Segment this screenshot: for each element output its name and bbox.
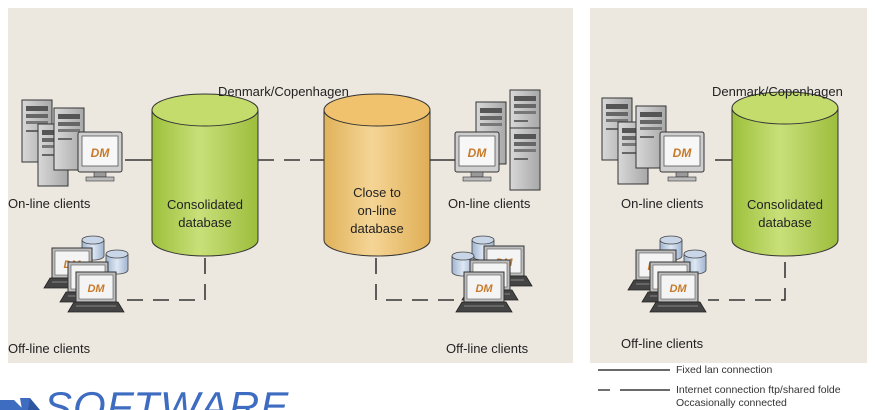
online-clients-right-panel-group — [601, 97, 705, 185]
online-clients-label-right-panel: On-line clients — [621, 196, 704, 211]
online-clients-label-left: On-line clients — [8, 196, 91, 211]
offline-clients-label-right-panel: Off-line clients — [621, 336, 704, 351]
dm-software-logo: SOFTWARE — [0, 386, 300, 410]
dm-logo-icon — [0, 398, 40, 410]
close-to-online-database-cylinder — [323, 93, 431, 257]
consolidated-database-label: Consolidated database — [167, 197, 243, 230]
online-clients-label-right: On-line clients — [448, 196, 531, 211]
offline-clients-label-right: Off-line clients — [446, 341, 529, 356]
consolidated-database-cylinder — [151, 93, 259, 257]
consolidated-database-label-right-panel: Consolidated database — [747, 197, 823, 230]
offline-clients-right-panel-group — [627, 235, 707, 313]
logo-text: SOFTWARE — [44, 386, 290, 410]
legend-fixed-lan: Fixed lan connection — [676, 364, 773, 376]
consolidated-database-right-cylinder — [731, 91, 839, 257]
legend-occasionally-connected: Occasionally connected — [676, 397, 787, 409]
left-connections — [120, 159, 455, 301]
online-clients-right-group — [454, 89, 541, 191]
offline-clients-label-left: Off-line clients — [8, 341, 91, 356]
location-label-right-panel: Denmark/Copenhagen — [712, 84, 843, 99]
offline-clients-right-group — [451, 235, 533, 313]
location-label-left: Denmark/Copenhagen — [218, 84, 349, 99]
legend-internet-connection: Internet connection ftp/shared folde — [676, 384, 841, 396]
online-clients-left-group — [21, 99, 123, 187]
right-connections — [708, 159, 786, 301]
legend-lines — [598, 369, 670, 391]
offline-clients-left-group — [43, 235, 129, 313]
close-to-online-database-label: Close to on-line database — [350, 185, 404, 236]
